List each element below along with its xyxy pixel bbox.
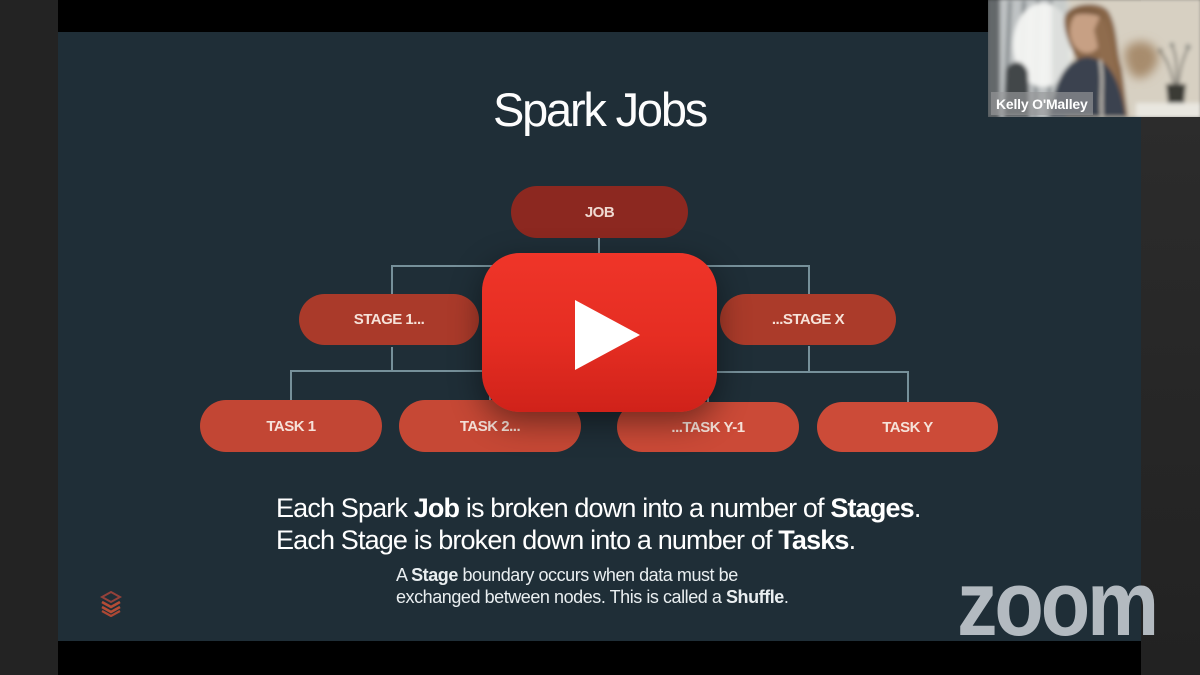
svg-text:Kelly O'Malley: Kelly O'Malley xyxy=(996,96,1088,112)
